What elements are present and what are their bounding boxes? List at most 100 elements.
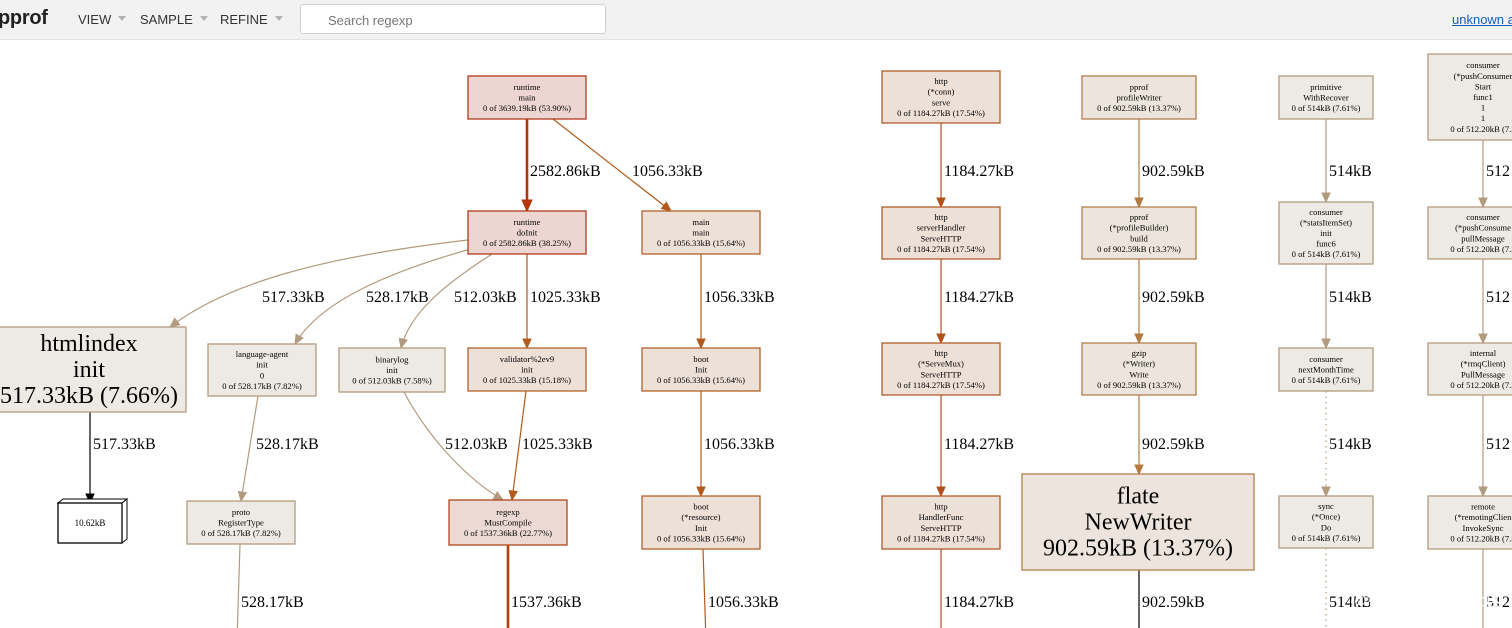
edge-weight-label: 1056.33kB (704, 436, 775, 453)
graph-edge-flate_newwriter-to-offscreen[interactable]: 902.59kB (1138, 570, 1205, 628)
app-logo[interactable]: pprof (0, 7, 48, 29)
node-label-line: Start (1475, 81, 1492, 91)
user-link[interactable]: unknown a (1452, 12, 1512, 27)
edge-weight-label: 514kB (1329, 163, 1372, 180)
node-box (641, 210, 761, 255)
graph-edge-http_handlerfunc-to-offscreen[interactable]: 1184.27kB (940, 549, 1014, 628)
graph-edge-htmlindex_init-to-leaf_10[interactable]: 517.33kB (85, 412, 156, 505)
edge-line (400, 253, 493, 349)
edge-arrowhead (936, 197, 946, 209)
node-label-line: (*conn) (928, 87, 955, 97)
graph-edge-binarylog-to-regexp[interactable]: 512.03kB (403, 391, 508, 501)
graph-edge-consumer_statsitemset-to-consumer_nextmonth[interactable]: 514kB (1321, 264, 1372, 350)
graph-edge-validator-to-regexp[interactable]: 1025.33kB (508, 390, 593, 502)
menu-refine[interactable]: REFINE (220, 12, 283, 27)
graph-edge-regexp-to-offscreen[interactable]: 1537.36kB (506, 545, 582, 628)
graph-edge-http_serverHandler-to-http_servemux[interactable]: 1184.27kB (936, 259, 1014, 345)
edge-arrowhead (1134, 333, 1144, 345)
node-box (1081, 342, 1197, 396)
node-box (1278, 75, 1374, 120)
node-label-line: 0 of 902.59kB (13.37%) (1097, 380, 1181, 390)
graph-edge-boot_init-to-boot_resource[interactable]: 1056.33kB (696, 391, 775, 498)
graph-edge-remote_invokesync-to-offscreen[interactable]: 512 (1482, 549, 1510, 628)
graph-node-sync_once[interactable]: sync(*Once)Do0 of 514kB (7.61%) (1278, 495, 1374, 549)
graph-edge-proto-to-offscreen[interactable]: 528.17kB (236, 543, 304, 628)
graph-edge-runtime_main-to-main_main[interactable]: 1056.33kB (552, 118, 703, 212)
node-label-line: NewWriter (1085, 509, 1192, 535)
graph-edge-primitive_recover-to-consumer_statsitemset[interactable]: 514kB (1321, 119, 1372, 204)
search-input[interactable] (326, 6, 600, 34)
graph-edge-consumer_pullmessage-to-internal_rmqclient[interactable]: 512 (1478, 259, 1510, 345)
edge-weight-label: 902.59kB (1142, 163, 1205, 180)
node-label-line: 10.62kB (75, 518, 106, 528)
edge-arrowhead (521, 199, 533, 213)
node-label-line: 0 of 902.59kB (13.37%) (1097, 244, 1181, 254)
graph-edge-runtime_doInit-to-binarylog[interactable]: 512.03kB (398, 253, 517, 350)
graph-edge-consumer_nextmonth-to-sync_once[interactable]: 514kB (1321, 391, 1372, 498)
graph-edge-http_conn-to-http_serverHandler[interactable]: 1184.27kB (936, 123, 1014, 209)
node-box (641, 347, 761, 392)
graph-edge-pprof_writer-to-pprof_builder[interactable]: 902.59kB (1134, 119, 1205, 209)
node-box (186, 500, 296, 545)
node-label-line: pprof (1130, 212, 1149, 222)
graph-edge-language_agent-to-proto[interactable]: 528.17kB (237, 395, 319, 503)
node-box (881, 495, 1001, 550)
node-label-line: PullMessage (1461, 369, 1505, 379)
graph-edge-runtime_doInit-to-language_agent[interactable]: 528.17kB (294, 246, 479, 346)
node-box (1278, 347, 1374, 392)
node-label-line: 0 of 1025.33kB (15.18%) (483, 375, 571, 385)
graph-edge-gzip_write-to-flate_newwriter[interactable]: 902.59kB (1134, 395, 1205, 476)
graph-edge-sync_once-to-offscreen[interactable]: 514kB (1325, 548, 1372, 628)
graph-edge-internal_rmqclient-to-remote_invokesync[interactable]: 512 (1478, 395, 1510, 498)
edge-arrowhead (522, 338, 532, 350)
graph-edge-runtime_main-to-runtime_doInit[interactable]: 2582.86kB (521, 119, 601, 213)
node-box-side (121, 497, 128, 545)
graph-edge-pprof_builder-to-gzip_write[interactable]: 902.59kB (1134, 259, 1205, 345)
node-label-line: nextMonthTime (1298, 364, 1354, 374)
graph-edge-consumer_push_start-to-consumer_pullmessage[interactable]: 512 (1478, 140, 1510, 209)
menu-sample[interactable]: SAMPLE (140, 12, 208, 27)
edge-weight-label: 1184.27kB (944, 289, 1014, 306)
edge-line (294, 246, 479, 345)
node-label-line: gzip (1132, 348, 1147, 358)
node-label-line: ServeHTTP (920, 369, 961, 379)
graph-edge-boot_resource-to-offscreen[interactable]: 1056.33kB (702, 548, 779, 628)
edge-line (403, 391, 504, 501)
graph-edge-http_servemux-to-http_handlerfunc[interactable]: 1184.27kB (936, 395, 1014, 498)
menu-view[interactable]: VIEW (78, 12, 127, 27)
graph-edge-runtime_doInit-to-htmlindex_init[interactable]: 517.33kB (169, 239, 469, 328)
graph-edge-main_main-to-boot_init[interactable]: 1056.33kB (696, 254, 775, 350)
node-label-line: primitive (1310, 82, 1342, 92)
graph-node-leaf_10[interactable]: 10.62kB (56, 497, 129, 545)
search-box[interactable] (300, 4, 606, 34)
graph-edge-runtime_doInit-to-validator[interactable]: 1025.33kB (522, 254, 601, 350)
